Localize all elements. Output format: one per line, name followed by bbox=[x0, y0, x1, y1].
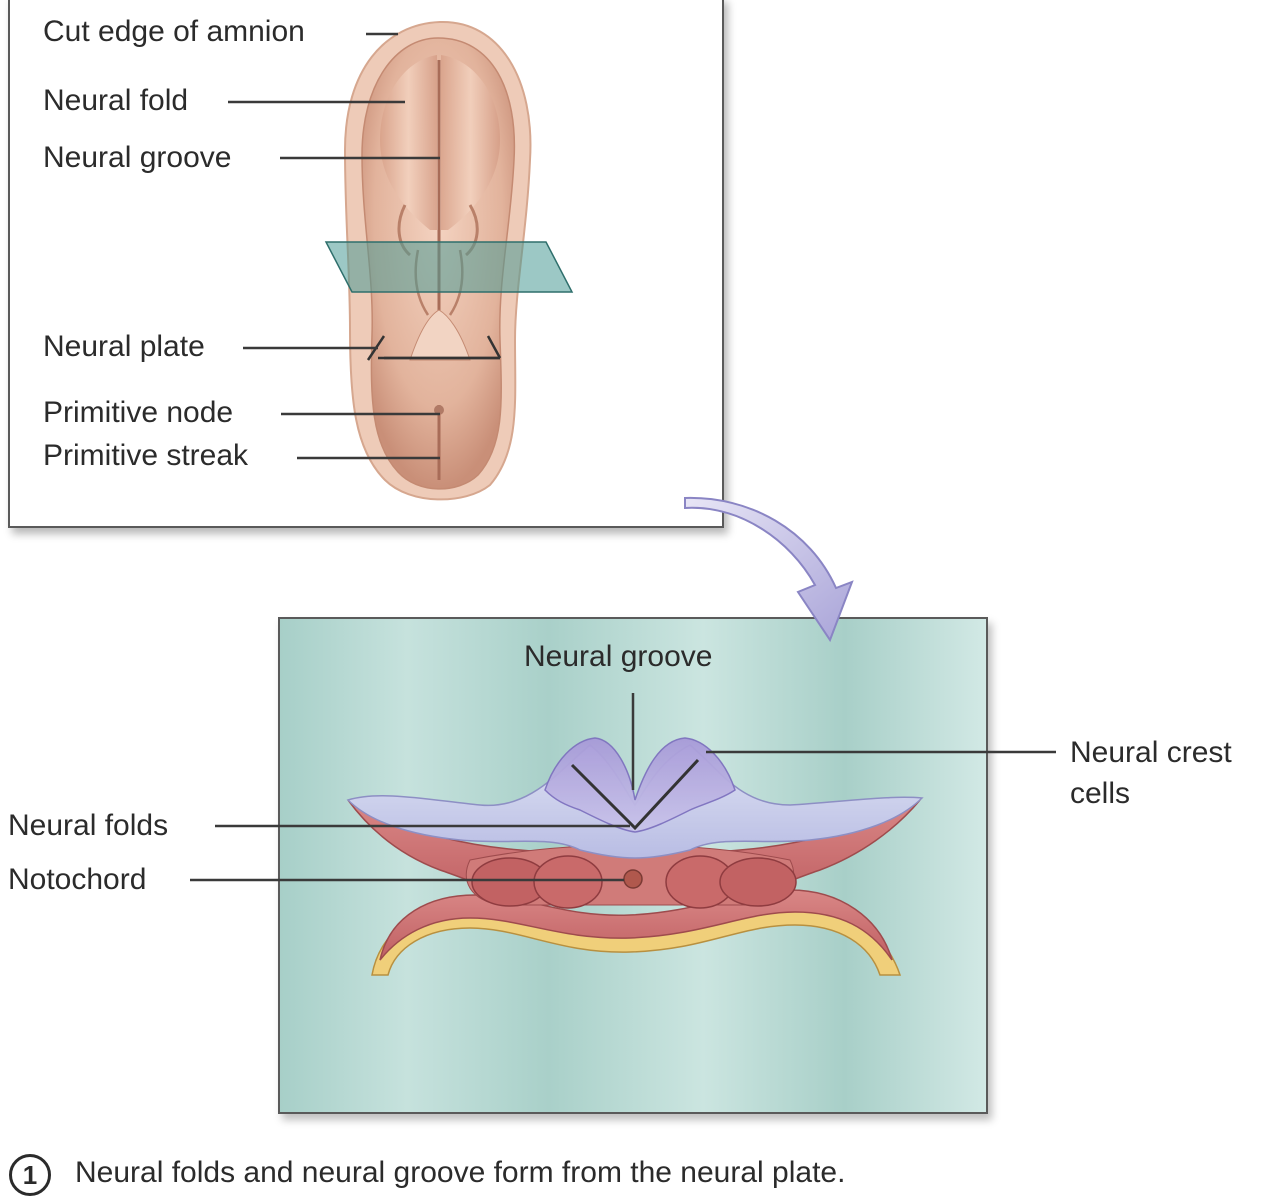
transition-arrow bbox=[684, 496, 854, 643]
figure-caption: Neural folds and neural groove form from… bbox=[75, 1156, 846, 1189]
embryo-dorsal-view bbox=[324, 20, 574, 501]
label-primitive-node: Primitive node bbox=[43, 396, 234, 429]
notochord-shape bbox=[623, 869, 643, 889]
label-neural-crest-line1: Neural crest bbox=[1070, 736, 1232, 769]
top-leader-lines bbox=[228, 32, 440, 460]
label-cut-edge-of-amnion: Cut edge of amnion bbox=[43, 15, 305, 48]
section-plane bbox=[326, 242, 572, 292]
cross-section-illustration bbox=[346, 737, 924, 976]
step-number-badge: 1 bbox=[9, 1154, 51, 1196]
label-neural-groove-section: Neural groove bbox=[524, 640, 713, 673]
label-neural-plate: Neural plate bbox=[43, 330, 205, 363]
label-notochord: Notochord bbox=[8, 863, 147, 896]
label-neural-groove-top: Neural groove bbox=[43, 141, 232, 174]
label-neural-folds: Neural folds bbox=[8, 809, 169, 842]
label-neural-fold: Neural fold bbox=[43, 84, 189, 117]
label-primitive-streak: Primitive streak bbox=[43, 439, 249, 472]
label-neural-crest-line2: cells bbox=[1070, 777, 1131, 810]
bottom-leader-lines bbox=[190, 693, 1056, 882]
